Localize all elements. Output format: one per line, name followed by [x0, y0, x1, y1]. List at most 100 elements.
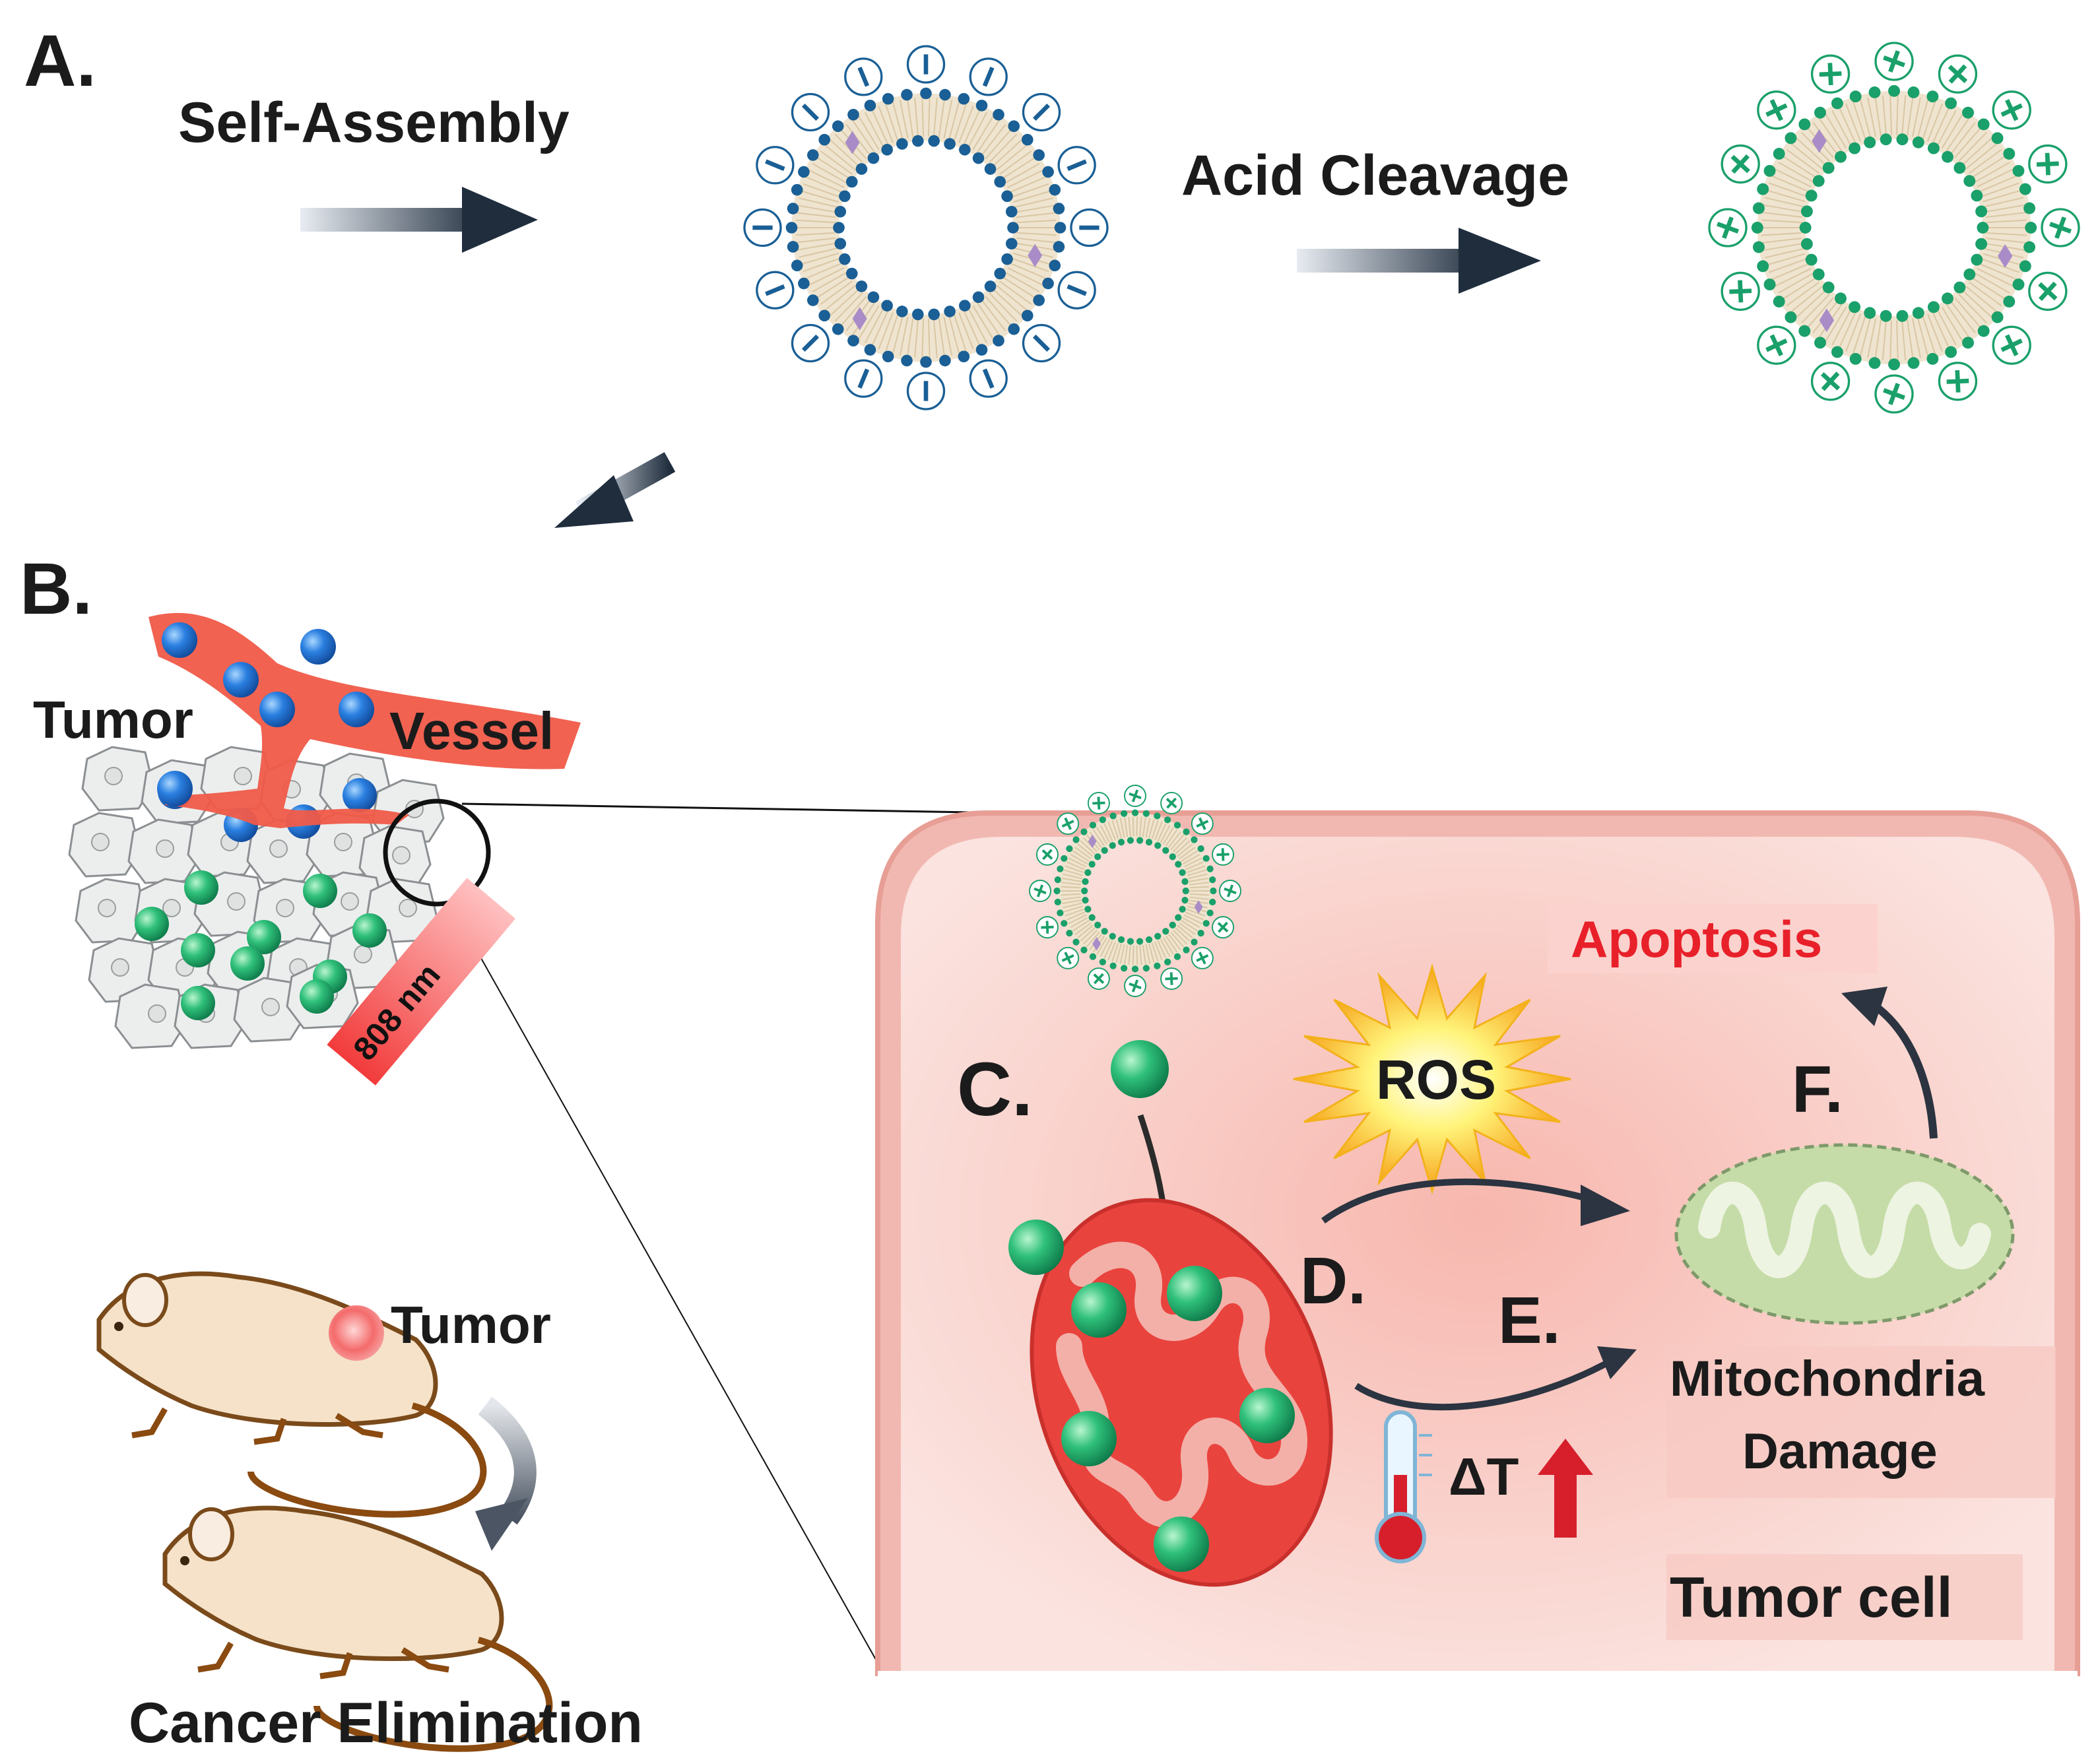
tumor-cell-shape — [68, 812, 141, 878]
lipid-tail — [1766, 189, 1806, 203]
lipid-tail — [1859, 317, 1872, 356]
mouse-feet — [197, 1641, 449, 1679]
mouse-body — [162, 1505, 504, 1662]
negative-charge-icon — [1070, 208, 1109, 247]
lipid-head — [1053, 887, 1061, 895]
green-nanoparticle — [230, 946, 265, 981]
lipid-tail — [1154, 941, 1163, 961]
lipid-head — [1975, 205, 1988, 218]
positive-charge-icon — [1721, 271, 1760, 311]
lipid-head — [1121, 810, 1128, 817]
green-nanoparticle — [135, 907, 169, 941]
lipid-tail — [1818, 117, 1843, 152]
lipid-head — [1127, 938, 1134, 945]
lipid-tail — [1936, 110, 1957, 147]
lipid-tail — [953, 313, 967, 352]
blue-nanoparticle — [259, 692, 295, 727]
lipid-tail — [1013, 190, 1051, 203]
lipid-tail — [1151, 820, 1159, 839]
lipid-tail — [1977, 168, 2014, 187]
lipid-tail — [795, 232, 836, 236]
lipid-head — [832, 120, 844, 133]
lipid-tail — [1874, 96, 1882, 137]
negative-charge-icon — [1057, 146, 1096, 185]
green-nanoparticle — [1071, 1282, 1127, 1338]
lipid-tail — [1189, 877, 1208, 882]
lipid-head — [1094, 921, 1101, 929]
lipid-tail — [805, 262, 843, 279]
lipid-tail — [864, 112, 884, 148]
lipid-head — [1822, 162, 1835, 174]
positive-charge-icon — [1874, 42, 1914, 81]
lipid-tail — [921, 97, 925, 137]
lipid-tail — [1806, 297, 1834, 329]
drug-molecule — [1812, 129, 1827, 153]
lipid-tail — [805, 176, 843, 193]
lipid-tail — [1946, 117, 1970, 152]
lipid-head — [1963, 268, 1976, 280]
positive-charge-icon — [1212, 916, 1234, 939]
lipid-head — [1868, 86, 1881, 98]
lipid-head — [1785, 132, 1797, 145]
lipid-head — [1206, 909, 1214, 917]
lipid-tail — [829, 139, 860, 167]
negative-charge-icon — [743, 208, 782, 247]
lipid-head — [881, 300, 893, 311]
lipid-tail — [1867, 97, 1877, 137]
panel-a-label: A. — [24, 20, 96, 102]
lipid-tail — [1124, 817, 1129, 837]
negative-charge-icon — [906, 45, 946, 84]
lipid-head — [912, 135, 924, 147]
lipid-head — [1179, 905, 1186, 913]
zoom-circle — [383, 799, 491, 907]
lipid-head — [1169, 853, 1176, 861]
lipid-head — [939, 354, 951, 367]
lipid-tail — [958, 106, 974, 143]
lipid-tail — [1950, 300, 1976, 333]
lipid-tail — [1965, 286, 1998, 313]
lipid-tail — [1183, 857, 1202, 868]
lipid-head — [993, 335, 1004, 346]
lipid-tail — [1761, 219, 1802, 223]
lipid-tail — [864, 308, 884, 344]
lipid-tail — [1825, 306, 1847, 342]
green-nanoparticle — [247, 920, 281, 954]
lipid-tail — [1061, 896, 1081, 900]
lipid-tail — [1072, 919, 1090, 932]
lipid-tail — [1977, 268, 2014, 287]
mitochondrion-damaged — [1674, 1143, 2015, 1325]
lipid-head — [901, 354, 913, 367]
lipid-tail — [1181, 850, 1198, 863]
blue-nanoparticle — [339, 692, 374, 727]
positive-charge-icon — [1191, 812, 1214, 835]
lipid-tail — [1838, 106, 1856, 144]
lipid-tail — [1179, 922, 1196, 935]
lipid-head — [1799, 222, 1812, 234]
lipid-tail — [851, 119, 875, 153]
apoptosis-box — [1548, 904, 1878, 973]
positive-charge-icon — [1036, 916, 1059, 939]
lipid-head — [1136, 837, 1144, 844]
lipid-tail — [1167, 831, 1181, 849]
lipid-head — [847, 335, 859, 346]
lipid-tail — [1769, 182, 1808, 197]
lipid-head — [1145, 936, 1153, 943]
lipid-tail — [1177, 925, 1193, 938]
panel-f-label: F. — [1792, 1053, 1843, 1126]
bilayer-core — [1757, 90, 2031, 365]
lipid-head — [1202, 920, 1210, 927]
lipid-tail — [834, 292, 863, 322]
lipid-tail — [1775, 168, 1812, 187]
positive-charge-icon — [1029, 880, 1051, 902]
positive-charge-icon — [1992, 325, 2031, 365]
lipid-head — [1084, 869, 1092, 876]
lipid-head — [818, 310, 831, 322]
lipid-head — [1926, 90, 1939, 103]
lipid-head — [1181, 878, 1189, 886]
lipid-tail — [824, 145, 856, 171]
lipid-head — [1089, 822, 1097, 829]
lipid-tail — [803, 257, 841, 273]
positive-charge-icon — [1087, 967, 1110, 990]
ros-burst: ROS — [1293, 963, 1571, 1195]
lipid-tail — [1782, 155, 1817, 178]
